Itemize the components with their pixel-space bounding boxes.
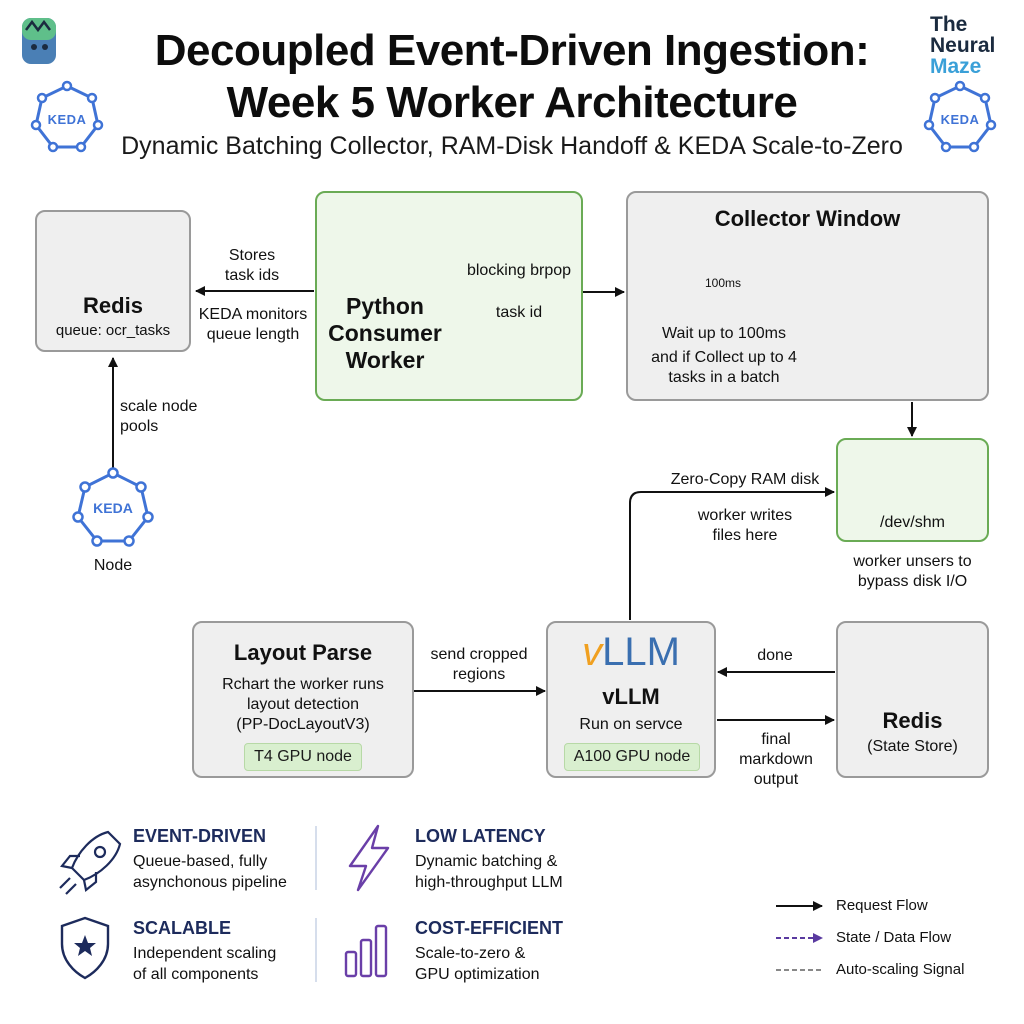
keda-badge-left: KEDA [47,112,87,127]
edge-label-keda-monitors-line1: KEDA monitors [198,306,308,323]
keda-badge-right: KEDA [940,112,980,127]
edge-label-keda-monitors-line2: queue length [206,326,300,343]
vllm-node[interactable]: vLLM vLLM Run on servce A100 GPU node [546,621,716,778]
timer-label: 100ms [704,276,742,290]
redis-queue-title: Redis [83,293,143,318]
collector-desc-line3: tasks in a batch [668,369,780,386]
feature-title-scalable: SCALABLE [133,918,231,938]
feature-desc-event-driven: Queue-based, fully asynchonous pipeline [133,852,287,894]
shield-star-icon [60,916,110,980]
consumer-line2: Consumer [328,320,442,346]
edge-label-stores: Stores task ids [212,246,292,286]
arrow-zero-copy [629,487,835,620]
dev-shm-node[interactable]: /dev/shm [836,438,989,542]
keda-node-badge: KEDA [93,500,133,516]
redis-state-node[interactable]: Redis (State Store) [836,621,989,778]
feature-desc-scalable-line2: of all components [133,965,259,983]
redis-state-subtitle: (State Store) [867,738,958,755]
consumer-label: Python Consumer Worker [317,293,453,374]
edge-label-scale-line1: scale node [120,398,198,415]
brand-line2: Neural [930,34,996,57]
shm-note-line1: worker unsers to [853,553,972,570]
shm-note-line2: bypass disk I/O [857,573,968,590]
layout-desc: Rchart the worker runs layout detection … [194,675,412,735]
feature-desc-low-latency-line2: high-throughput LLM [415,873,563,891]
brand-line1: The [930,13,968,36]
vllm-logo: vLLM [548,629,714,675]
layout-desc-line1: Rchart the worker runs [222,676,384,693]
redis-queue-node[interactable]: Redis queue: ocr_tasks [35,210,191,352]
keda-logo-icon [30,80,104,153]
feature-desc-cost-efficient-line1: Scale-to-zero & [415,945,526,962]
redis-state-title: Redis [882,708,943,733]
layout-title: Layout Parse [233,640,373,665]
redis-queue-subtitle: queue: ocr_tasks [55,322,171,339]
collector-window-node[interactable]: Collector Window 100ms Wait up to 100ms … [626,191,989,401]
feature-desc-low-latency-line1: Dynamic batching & [415,853,558,870]
keda-node-label: Node [93,557,133,574]
vllm-gpu-pill: A100 GPU node [564,743,700,771]
edge-label-task-id: task id [495,304,543,321]
feature-title-event-driven: EVENT-DRIVEN [133,826,267,846]
shm-label: /dev/shm [880,514,945,531]
edge-label-final: final markdown output [726,730,826,790]
edge-label-writes-line1: worker writes [697,507,793,524]
rocket-icon [59,830,122,895]
vllm-logo-v: v [582,630,603,674]
feature-desc-event-driven-line2: asynchonous pipeline [133,873,287,891]
collector-desc-line1: Wait up to 100ms [662,325,786,342]
vllm-desc: Run on servce [579,716,683,733]
edge-label-stores-line2: task ids [224,267,280,284]
feature-desc-low-latency: Dynamic batching & high-throughput LLM [415,852,563,894]
edge-label-final-line2: markdown [739,751,813,768]
page-subtitle: Dynamic Batching Collector, RAM-Disk Han… [121,132,903,160]
edge-label-brpop: blocking brpop [466,262,572,279]
edge-label-final-line1: final [761,731,791,748]
collector-desc: Wait up to 100ms and if Collect up to 4 … [628,324,820,388]
legend-autoscale-label: Auto-scaling Signal [836,961,965,978]
vllm-logo-rest: LLM [602,630,680,674]
feature-desc-scalable-line1: Independent scaling [133,945,277,962]
brand-line3: Maze [930,55,982,78]
edge-label-stores-line1: Stores [228,247,276,264]
edge-label-writes: worker writes files here [680,506,810,546]
layout-parse-node[interactable]: Layout Parse Rchart the worker runs layo… [192,621,414,778]
app-logo-icon [22,18,56,64]
keda-node-icon [72,467,154,547]
feature-desc-cost-efficient-line2: GPU optimization [415,965,540,983]
shm-note: worker unsers to bypass disk I/O [836,552,989,592]
feature-desc-scalable: Independent scaling of all components [133,944,276,986]
bar-chart-icon [344,924,388,978]
feature-title-low-latency: LOW LATENCY [415,826,546,846]
edge-label-send: send cropped regions [420,645,538,685]
collector-title: Collector Window [714,206,901,231]
edge-label-send-line1: send cropped [430,646,528,663]
vllm-title: vLLM [602,684,660,709]
feature-title-cost-efficient: COST-EFFICIENT [415,918,563,938]
edge-label-writes-line2: files here [712,527,778,544]
edge-label-done: done [757,647,793,664]
keda-logo-icon [923,80,997,153]
consumer-line3: Worker [345,347,425,373]
edge-label-send-line2: regions [452,666,506,683]
edge-label-final-line3: output [753,771,799,788]
edge-label-keda-monitors: KEDA monitors queue length [194,305,312,345]
page-title-line1: Decoupled Event-Driven Ingestion: [154,26,870,75]
consumer-line1: Python [346,293,424,319]
layout-gpu-pill: T4 GPU node [244,743,362,771]
page-title-line2: Week 5 Worker Architecture [226,78,798,127]
brand-logo: The Neural Maze [930,14,995,77]
lightning-icon [348,824,390,892]
python-consumer-node[interactable]: Python Consumer Worker blocking brpop ta… [315,191,583,401]
collector-desc-line2: and if Collect up to 4 [651,349,797,366]
edge-label-scale-line2: pools [120,418,159,435]
layout-desc-line2: layout detection [246,696,360,713]
edge-label-zero-copy: Zero-Copy RAM disk [670,471,820,488]
legend-request-label: Request Flow [836,897,928,914]
legend-state-label: State / Data Flow [836,929,952,946]
feature-desc-event-driven-line1: Queue-based, fully [133,853,268,870]
layout-desc-line3: (PP-DocLayoutV3) [236,716,370,733]
edge-label-scale: scale node pools [120,397,220,437]
feature-desc-cost-efficient: Scale-to-zero & GPU optimization [415,944,540,986]
